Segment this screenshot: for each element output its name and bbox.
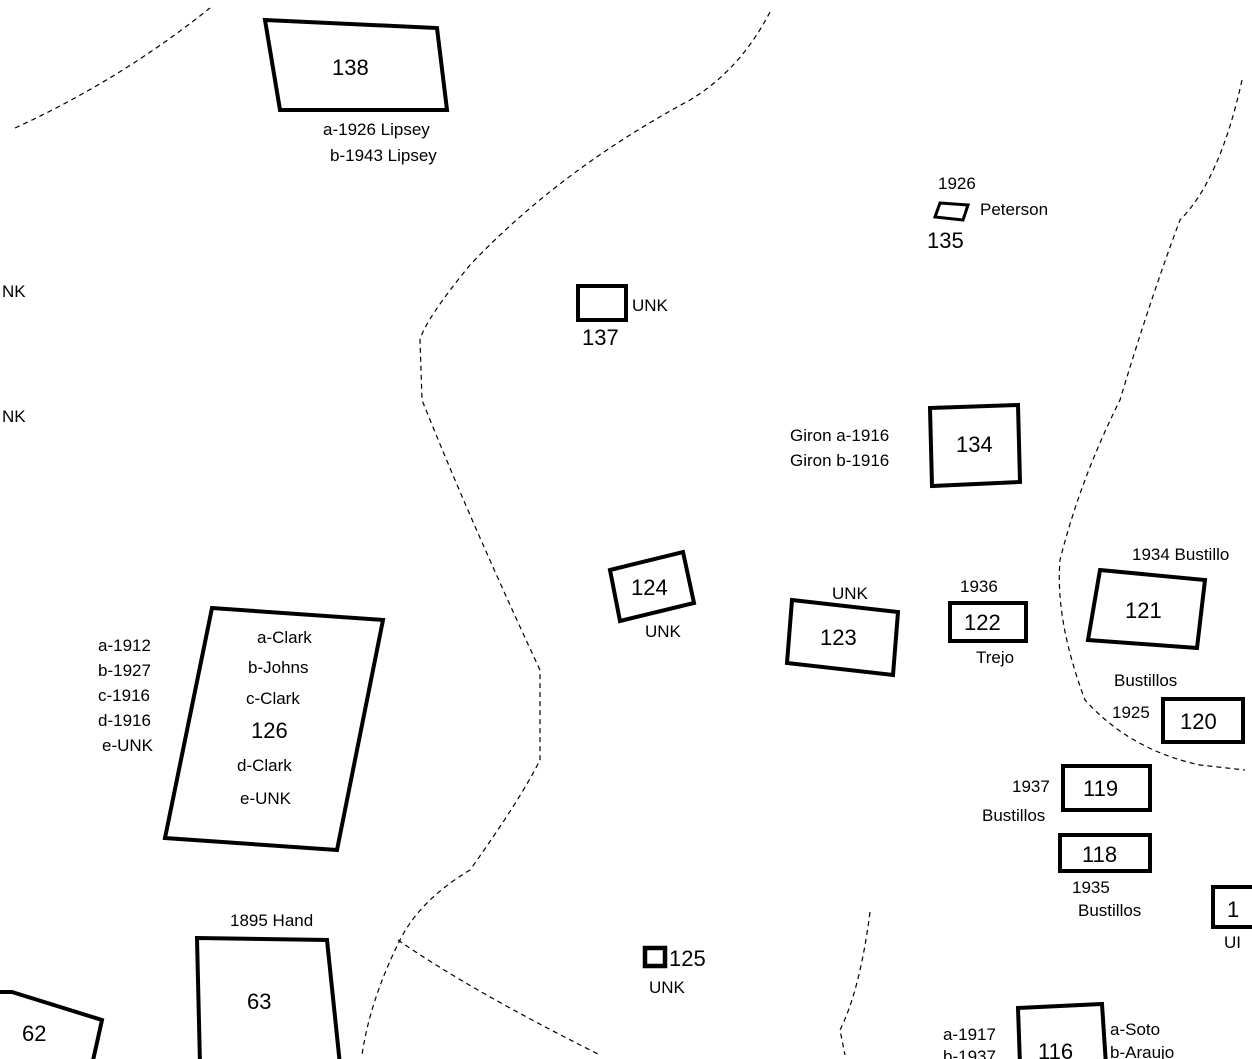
- plot-outline: [1085, 567, 1208, 651]
- plot-note: b-1937: [943, 1047, 996, 1059]
- plot-123[interactable]: 123 UNK: [784, 584, 901, 678]
- plot-number: 119: [1083, 776, 1118, 801]
- plot-note: b-Araujo: [1110, 1043, 1174, 1059]
- plot-126[interactable]: 126 a-1912 b-1927 c-1916 d-1916 e-UNK a-…: [98, 605, 386, 853]
- plot-note: 1934 Bustillo: [1132, 545, 1229, 564]
- plot-outline: [948, 601, 1028, 643]
- plot-note: Giron a-1916: [790, 426, 889, 445]
- plot-outline: [1058, 833, 1152, 873]
- plot-note: 1937: [1012, 777, 1050, 796]
- edge-label: NK: [2, 282, 26, 301]
- plot-116[interactable]: 116 a-1917 b-1937 a-Soto b-Araujo: [943, 1001, 1174, 1059]
- plot-number: 1: [1227, 897, 1239, 922]
- plot-note: Peterson: [980, 200, 1048, 219]
- plot-118[interactable]: 118 1935 Bustillos: [1058, 833, 1152, 920]
- plot-outline: [607, 549, 697, 624]
- plot-note: a-1912: [98, 636, 151, 655]
- plot-note: b-Johns: [248, 658, 308, 677]
- plot-number: 118: [1082, 842, 1117, 867]
- path-line: [14, 7, 211, 129]
- plot-note: Trejo: [976, 648, 1014, 667]
- plot-outline: [262, 17, 450, 112]
- plot-number: 62: [22, 1021, 46, 1046]
- plot-outline: [194, 935, 342, 1059]
- plot-outline: [1211, 885, 1252, 929]
- plot-number: 116: [1038, 1039, 1073, 1059]
- plot-number: 125: [669, 946, 706, 971]
- plot-partial-right[interactable]: 1 UI: [1211, 885, 1252, 952]
- plot-124[interactable]: 124 UNK: [607, 549, 697, 641]
- plot-note: UNK: [832, 584, 869, 603]
- plot-note: e-UNK: [102, 736, 154, 755]
- plot-note: b-1927: [98, 661, 151, 680]
- plot-number: 126: [251, 718, 288, 743]
- plot-note: 1925: [1112, 703, 1150, 722]
- plot-number: 120: [1180, 709, 1217, 734]
- plot-outline: [1061, 764, 1152, 812]
- edge-label: NK: [2, 407, 26, 426]
- plot-number: 124: [631, 575, 668, 600]
- plot-135[interactable]: 1926 Peterson 135: [927, 174, 1048, 253]
- plot-outline: [0, 990, 105, 1059]
- plot-note: c-Clark: [246, 689, 300, 708]
- plot-outline: [932, 201, 971, 222]
- plot-note: b-1943 Lipsey: [330, 146, 437, 165]
- plot-note: UNK: [649, 978, 686, 997]
- plot-62[interactable]: 62: [0, 990, 105, 1059]
- plot-number: 138: [332, 55, 369, 80]
- plot-125[interactable]: 125 UNK: [642, 945, 706, 997]
- plot-138[interactable]: 138 a-1926 Lipsey b-1943 Lipsey: [262, 17, 450, 165]
- plot-number: 135: [927, 228, 964, 253]
- plot-outline: [162, 605, 386, 853]
- plot-note: a-1926 Lipsey: [323, 120, 430, 139]
- plot-outline: [927, 402, 1023, 489]
- plot-note: a-Clark: [257, 628, 312, 647]
- plot-number: 137: [582, 325, 619, 350]
- plot-outline: [1161, 697, 1245, 744]
- plot-note: d-Clark: [237, 756, 292, 775]
- plot-119[interactable]: 119 1937 Bustillos: [982, 764, 1152, 825]
- plot-120[interactable]: 120 Bustillos 1925: [1112, 671, 1245, 744]
- path-line: [1058, 79, 1246, 771]
- plot-137[interactable]: UNK 137: [576, 284, 669, 350]
- plot-note: UNK: [632, 296, 669, 315]
- plot-note: Bustillos: [1114, 671, 1177, 690]
- plot-number: 123: [820, 625, 857, 650]
- plot-note: UI: [1224, 933, 1241, 952]
- plot-note: a-Soto: [1110, 1020, 1160, 1039]
- plot-note: UNK: [645, 622, 682, 641]
- plot-note: 1895 Hand: [230, 911, 313, 930]
- plot-number: 63: [247, 989, 271, 1014]
- path-line: [839, 911, 871, 1056]
- plot-note: 1936: [960, 577, 998, 596]
- plot-note: d-1916: [98, 711, 151, 730]
- plot-number: 121: [1125, 598, 1162, 623]
- plot-121[interactable]: 121 1934 Bustillo: [1085, 545, 1229, 651]
- plot-134[interactable]: 134 Giron a-1916 Giron b-1916: [790, 402, 1023, 489]
- plot-number: 134: [956, 432, 993, 457]
- plot-outline: [784, 597, 901, 678]
- dashed-paths: [14, 7, 1246, 1056]
- plot-note: Bustillos: [982, 806, 1045, 825]
- plot-outline: [1015, 1001, 1108, 1059]
- plot-note: 1935: [1072, 878, 1110, 897]
- plot-122[interactable]: 122 1936 Trejo: [948, 577, 1028, 667]
- plot-note: a-1917: [943, 1025, 996, 1044]
- path-line: [397, 939, 601, 1056]
- plot-outline: [642, 945, 668, 969]
- plot-63[interactable]: 63 1895 Hand: [194, 911, 342, 1059]
- plot-note: c-1916: [98, 686, 150, 705]
- plot-note: e-UNK: [240, 789, 292, 808]
- plot-note: 1926: [938, 174, 976, 193]
- path-line: [361, 11, 771, 1056]
- plot-note: Giron b-1916: [790, 451, 889, 470]
- plot-note: Bustillos: [1078, 901, 1141, 920]
- plot-number: 122: [964, 610, 1001, 635]
- plot-outline: [576, 284, 628, 322]
